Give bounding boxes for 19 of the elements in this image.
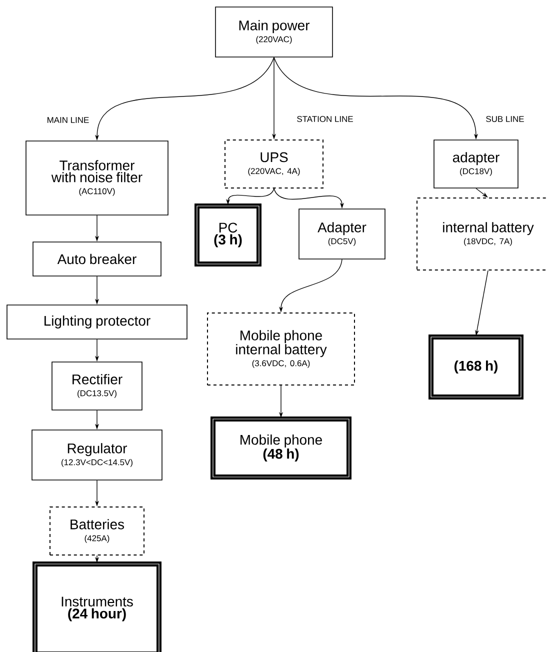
load-box: Mobile phone (48 h) [210,416,352,480]
load-box: (168 h) [428,334,524,400]
process-box: Transformer with noise filter (AC110V) [26,140,168,216]
edge-label: SUB LINE [484,115,526,123]
process-box: Auto breaker [32,242,162,276]
process-box: adapter (DC18V) [434,140,518,188]
battery-box: internal battery (18VDC, 7A) [416,198,547,270]
battery-box: Mobile phone internal battery (3.6VDC, 0.6A) [207,312,355,386]
process-box: Regulator (12.3V<DC<14.5V) [32,430,162,480]
battery-box: UPS (220VAC, 4A) [224,140,324,188]
process-box: Adapter (DC5V) [298,208,386,260]
edge-label: MAIN LINE [46,116,90,124]
process-box: Lighting protector [6,304,188,340]
process-box: Rectifier (DC13.5V) [52,362,142,410]
process-box: Main power (220VAC) [215,6,333,58]
edge-label: STATION LINE [296,115,354,123]
load-box: PC (3 h) [194,204,262,266]
load-box: Instruments (24 hour) [32,562,162,652]
battery-box: Batteries (425A) [50,506,144,556]
